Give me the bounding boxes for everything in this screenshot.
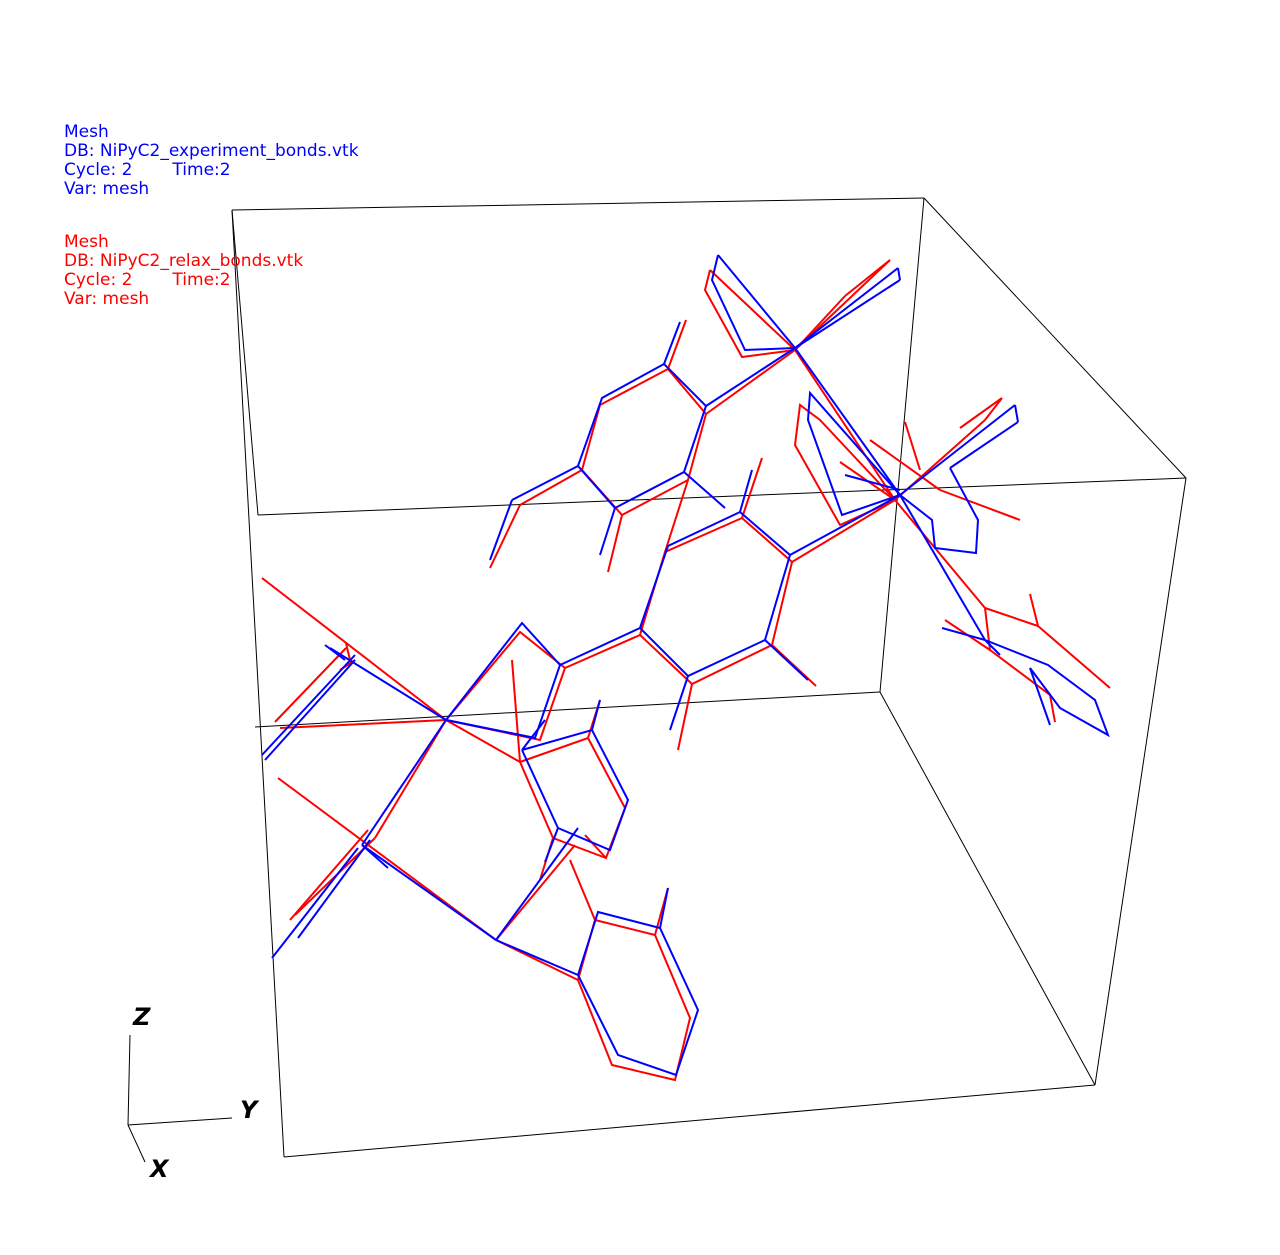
- legend-cycle: Cycle: 2: [64, 160, 133, 180]
- x-axis-label: X: [148, 1155, 170, 1183]
- legend-var: Var: mesh: [64, 179, 150, 199]
- legend-cycle: Cycle: 2: [64, 270, 133, 290]
- legend-plot-type: Mesh: [64, 122, 109, 142]
- legend-experiment: Mesh DB: NiPyC2_experiment_bonds.vtk Cyc…: [64, 123, 359, 199]
- legend-db: DB: NiPyC2_relax_bonds.vtk: [64, 251, 304, 271]
- legend-var: Var: mesh: [64, 289, 150, 309]
- experiment-mesh: [261, 254, 1110, 1077]
- x-axis-line: [127, 1124, 146, 1163]
- legend-relax: Mesh DB: NiPyC2_relax_bonds.vtk Cycle: 2…: [64, 233, 303, 309]
- legend-time: Time:2: [172, 270, 231, 290]
- legend-db: DB: NiPyC2_experiment_bonds.vtk: [64, 141, 359, 161]
- y-axis-line: [127, 1117, 233, 1126]
- legend-plot-type: Mesh: [64, 232, 109, 252]
- legend-time: Time:2: [172, 160, 231, 180]
- bounding-box: [231, 197, 1187, 1158]
- y-axis-label: Y: [240, 1096, 260, 1124]
- relax-mesh: [261, 259, 1111, 1082]
- axis-triad: [127, 1034, 233, 1163]
- z-axis-label: Z: [132, 1003, 151, 1031]
- legend-cycle-time: Cycle: 2 Time:2: [64, 161, 359, 180]
- legend-cycle-time: Cycle: 2 Time:2: [64, 271, 303, 290]
- z-axis-line: [127, 1034, 131, 1126]
